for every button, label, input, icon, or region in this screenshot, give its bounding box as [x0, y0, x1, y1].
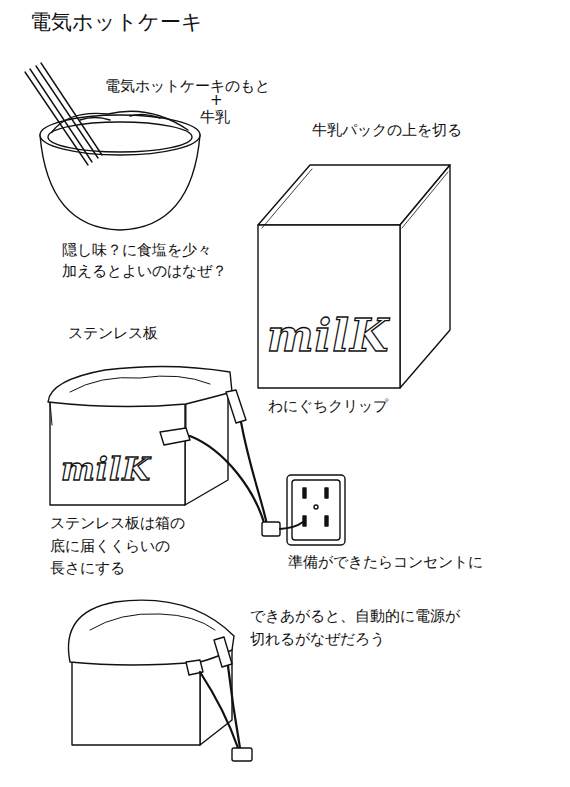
step-note: ステンレス板は箱の 底に届くくらいの 長さにする — [50, 512, 187, 580]
step-note: 準備ができたらコンセントに — [288, 552, 483, 572]
carton-lettering: milK — [57, 448, 155, 492]
milk-carton — [68, 600, 252, 761]
ingredient-label: 電気ホットケーキのもと — [105, 76, 270, 96]
carton-text: milK — [61, 452, 151, 487]
title: 電気ホットケーキ — [30, 8, 203, 36]
step-note: 牛乳パックの上を切る — [312, 120, 462, 140]
plus-sign: + — [210, 90, 223, 110]
part-label: わにぐちクリップ — [268, 396, 388, 416]
milk-carton — [258, 165, 450, 388]
ingredient-label: 牛乳 — [200, 107, 230, 127]
milk-carton — [48, 366, 232, 505]
part-label: ステンレス板 — [68, 323, 158, 343]
carton-lettering: milK — [263, 308, 394, 365]
outlet — [262, 475, 345, 545]
question-note: できあがると、自動的に電源が 切れるがなぜだろう — [250, 605, 462, 650]
alligator-clip — [160, 390, 267, 526]
carton-text: milK — [267, 312, 390, 360]
question-note: 隠し味？に食塩を少々 加えるとよいのはなぜ？ — [62, 240, 229, 282]
